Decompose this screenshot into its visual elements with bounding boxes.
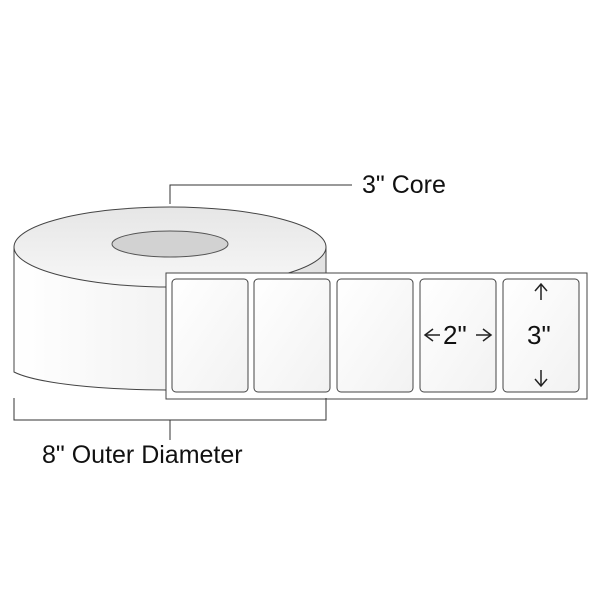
- label-4: [419, 278, 497, 393]
- label-strip: [165, 272, 588, 400]
- label-width-text: 2": [443, 320, 467, 350]
- outer-diameter-callout: 8" Outer Diameter: [13, 398, 327, 469]
- core-callout: 3" Core: [169, 171, 446, 204]
- height-arrow-down-icon: [534, 378, 548, 388]
- outer-diameter-label: 8" Outer Diameter: [42, 441, 243, 469]
- core-label: 3" Core: [362, 171, 446, 199]
- label-width-dimension: 2": [423, 320, 493, 350]
- width-arrow-right-icon: [482, 328, 493, 342]
- label-height-text: 3": [527, 320, 551, 350]
- height-arrow-up-icon: [534, 282, 548, 292]
- label-5: [502, 278, 580, 393]
- outer-diameter-bracket: [13, 398, 327, 421]
- label-3: [336, 278, 414, 393]
- core-callout-line: [169, 184, 352, 204]
- label-1: [171, 278, 249, 393]
- roll-core: [111, 230, 229, 258]
- label-height-dimension: 3": [527, 282, 551, 388]
- label-2: [253, 278, 331, 393]
